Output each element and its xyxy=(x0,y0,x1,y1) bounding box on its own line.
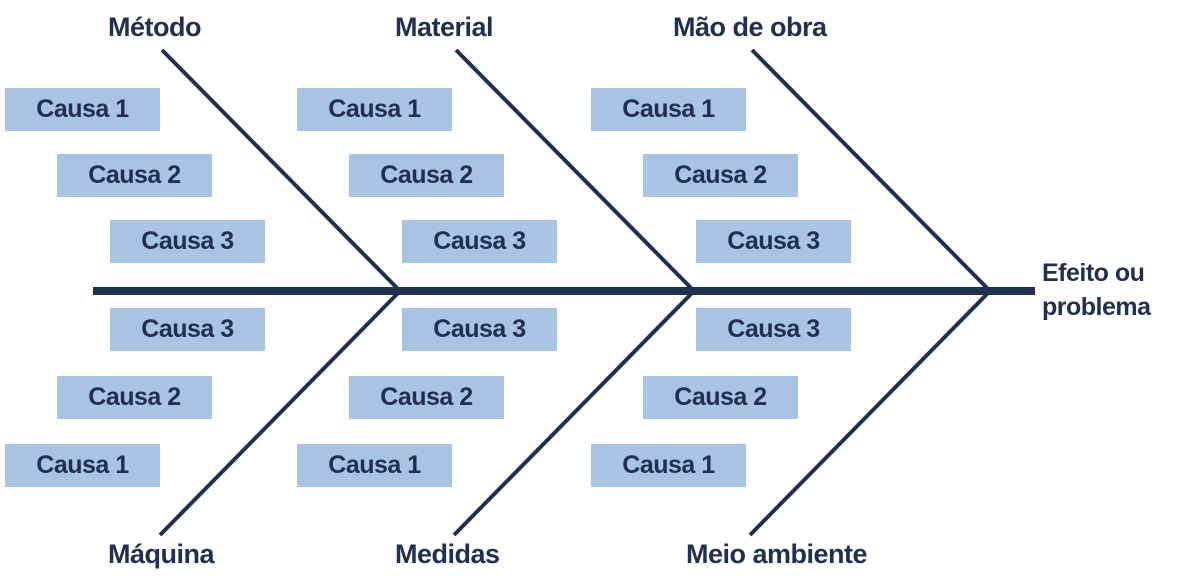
cause-box: Causa 2 xyxy=(57,154,212,197)
cause-box: Causa 2 xyxy=(643,154,798,197)
effect-line-2: problema xyxy=(1042,293,1151,321)
category-metodo: Método xyxy=(108,12,201,42)
cause-box: Causa 2 xyxy=(643,376,798,419)
cause-box: Causa 3 xyxy=(696,308,851,351)
bone-meio-ambiente xyxy=(748,289,992,537)
cause-box: Causa 1 xyxy=(5,88,160,131)
bone-material xyxy=(454,48,696,293)
bone-metodo xyxy=(160,48,402,293)
cause-box: Causa 3 xyxy=(402,220,557,263)
cause-box: Causa 2 xyxy=(349,376,504,419)
cause-box: Causa 3 xyxy=(696,220,851,263)
bone-medidas xyxy=(452,289,696,537)
category-mao-de-obra: Mão de obra xyxy=(673,12,827,42)
cause-box: Causa 1 xyxy=(5,444,160,487)
category-medidas: Medidas xyxy=(395,539,500,569)
cause-box: Causa 1 xyxy=(297,444,452,487)
category-material: Material xyxy=(395,12,494,42)
cause-box: Causa 3 xyxy=(402,308,557,351)
category-maquina: Máquina xyxy=(108,539,215,569)
cause-box: Causa 3 xyxy=(110,308,265,351)
bone-mao-de-obra xyxy=(750,48,992,293)
cause-box: Causa 3 xyxy=(110,220,265,263)
cause-box: Causa 2 xyxy=(57,376,212,419)
category-meio-ambiente: Meio ambiente xyxy=(686,539,868,569)
cause-box: Causa 1 xyxy=(591,444,746,487)
cause-box: Causa 1 xyxy=(591,88,746,131)
cause-box: Causa 1 xyxy=(297,88,452,131)
effect-line-1: Efeito ou xyxy=(1042,259,1145,287)
bone-maquina xyxy=(158,289,402,537)
cause-box: Causa 2 xyxy=(349,154,504,197)
effect-label: Efeito ou problema xyxy=(1042,256,1151,324)
